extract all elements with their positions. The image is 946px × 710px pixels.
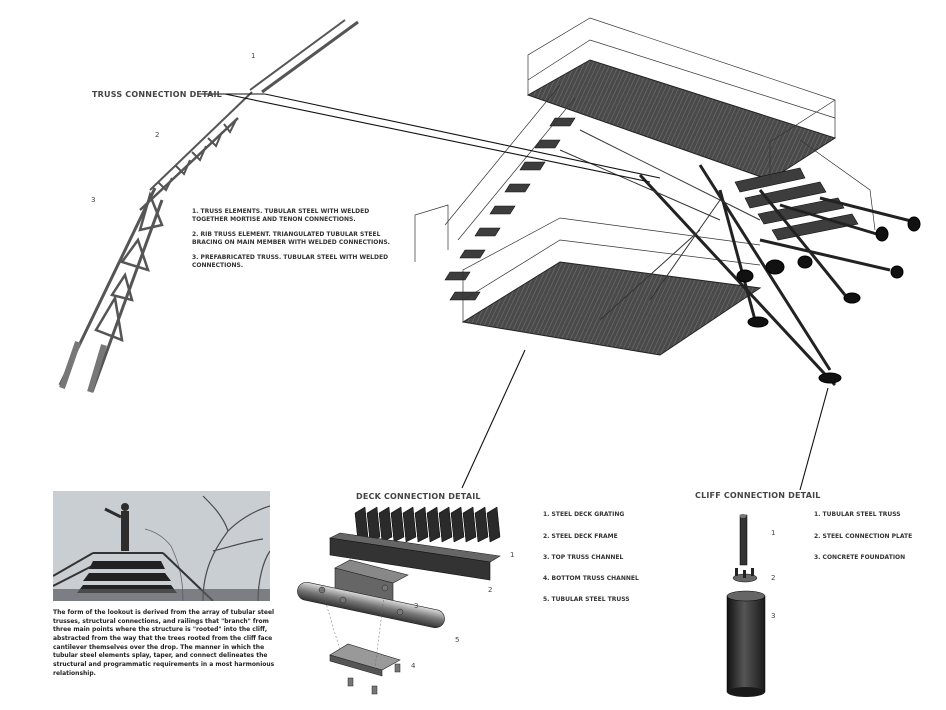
lookout-structure-drawing <box>414 17 921 387</box>
cliff-detail-drawing <box>726 514 766 697</box>
deck-detail-heading: DECK CONNECTION DETAIL <box>356 492 481 501</box>
cliff-detail-heading: CLIFF CONNECTION DETAIL <box>695 491 821 500</box>
cliff-item-2: 2. STEEL CONNECTION PLATE <box>814 533 913 540</box>
cliff-number-2: 2 <box>771 574 776 582</box>
truss-note-1: 1. TRUSS ELEMENTS. TUBULAR STEEL WITH WE… <box>192 208 370 224</box>
deck-number-5: 5 <box>455 636 460 644</box>
site-photo <box>53 491 270 601</box>
site-photo-illustration <box>53 491 270 601</box>
truss-notes: 1. TRUSS ELEMENTS. TUBULAR STEEL WITH WE… <box>192 208 402 278</box>
deck-item-1: 1. STEEL DECK GRATING <box>543 511 625 518</box>
cliff-item-3: 3. CONCRETE FOUNDATION <box>814 554 906 561</box>
deck-item-2: 2. STEEL DECK FRAME <box>543 533 618 540</box>
truss-detail-drawing <box>58 19 359 393</box>
cliff-number-1: 1 <box>771 529 776 537</box>
cliff-item-1: 1. TUBULAR STEEL TRUSS <box>814 511 901 518</box>
deck-detail-drawing <box>297 506 501 695</box>
deck-number-3: 3 <box>414 602 419 610</box>
project-description: The form of the lookout is derived from … <box>53 609 275 677</box>
deck-number-2: 2 <box>488 586 493 594</box>
deck-item-4: 4. BOTTOM TRUSS CHANNEL <box>543 575 639 582</box>
truss-note-2: 2. RIB TRUSS ELEMENT. TRIANGULATED TUBUL… <box>192 231 390 247</box>
truss-detail-heading: TRUSS CONNECTION DETAIL <box>92 90 222 99</box>
cliff-number-3: 3 <box>771 612 776 620</box>
leader-lines <box>198 93 829 491</box>
deck-number-1: 1 <box>510 551 515 559</box>
deck-item-5: 5. TUBULAR STEEL TRUSS <box>543 596 630 603</box>
deck-item-3: 3. TOP TRUSS CHANNEL <box>543 554 624 561</box>
deck-number-4: 4 <box>411 662 416 670</box>
truss-number-1: 1 <box>251 52 256 60</box>
truss-number-3: 3 <box>91 196 96 204</box>
truss-note-3: 3. PREFABRICATED TRUSS. TUBULAR STEEL WI… <box>192 254 389 270</box>
truss-number-2: 2 <box>155 131 160 139</box>
